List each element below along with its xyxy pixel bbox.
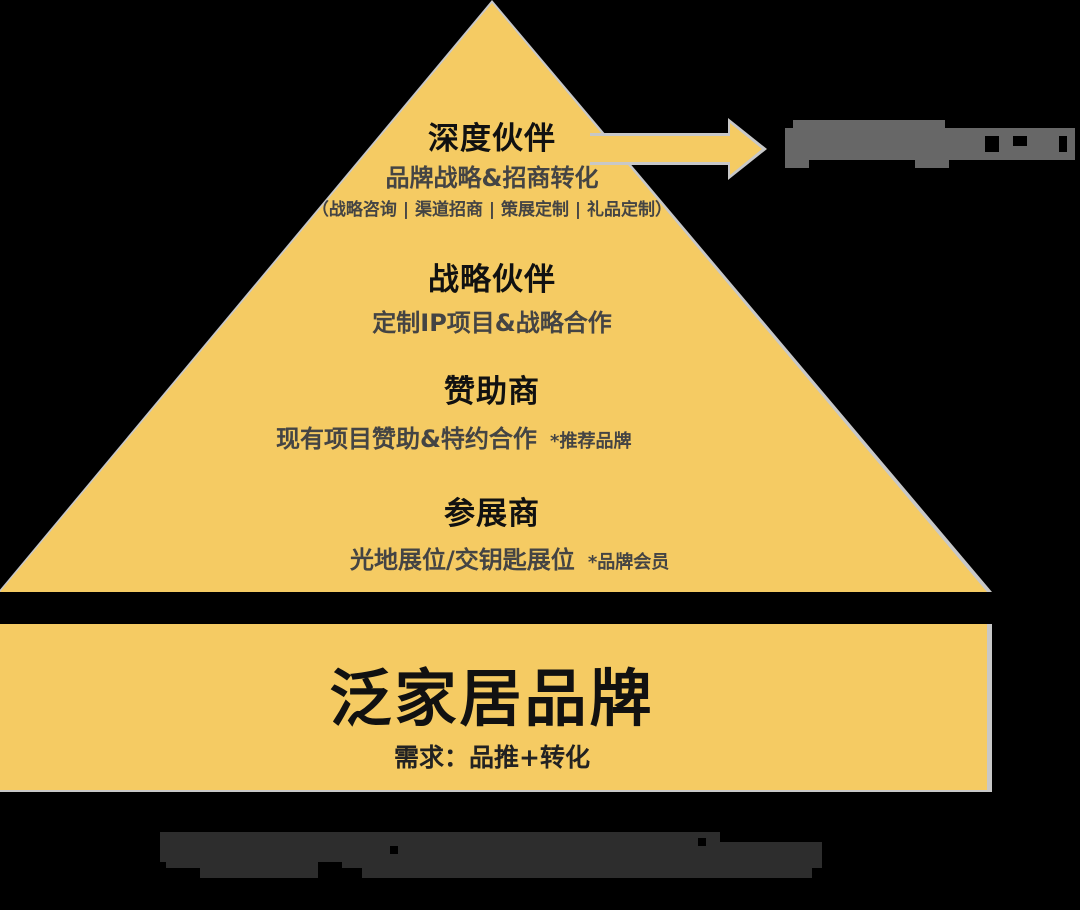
tier-sponsor-tag: *推荐品牌: [550, 431, 632, 452]
arrow-target-label-redacted: [785, 120, 1075, 168]
tier-exhibitor-subtitle: 光地展位/交钥匙展位: [350, 546, 575, 574]
base-title: 泛家居品牌: [329, 662, 655, 735]
pyramid-triangle: [0, 3, 987, 592]
tier-deep-partner-subtitle: 品牌战略&招商转化: [385, 164, 599, 192]
tier-sponsor-subtitle-row: 现有项目赞助&特约合作 *推荐品牌: [276, 419, 631, 454]
arrow-right-icon: [588, 118, 767, 180]
caption-redacted: [152, 832, 838, 880]
tier-strategic-partner-subtitle: 定制IP项目&战略合作: [372, 309, 612, 337]
tier-sponsor-title: 赞助商: [444, 374, 540, 410]
tier-sponsor-subtitle: 现有项目赞助&特约合作: [276, 425, 537, 453]
base-block: [0, 624, 987, 790]
tier-exhibitor-tag: *品牌会员: [587, 552, 670, 573]
tier-deep-partner-services: （战略咨询 | 渠道招商 | 策展定制 | 礼品定制）: [311, 200, 673, 220]
tier-strategic-partner-title: 战略伙伴: [428, 262, 556, 298]
tier-deep-partner-title: 深度伙伴: [428, 121, 556, 157]
tier-exhibitor-title: 参展商: [444, 496, 540, 532]
base-subtitle: 需求：品推+转化: [394, 743, 590, 772]
tier-exhibitor-subtitle-row: 光地展位/交钥匙展位 *品牌会员: [350, 540, 669, 575]
